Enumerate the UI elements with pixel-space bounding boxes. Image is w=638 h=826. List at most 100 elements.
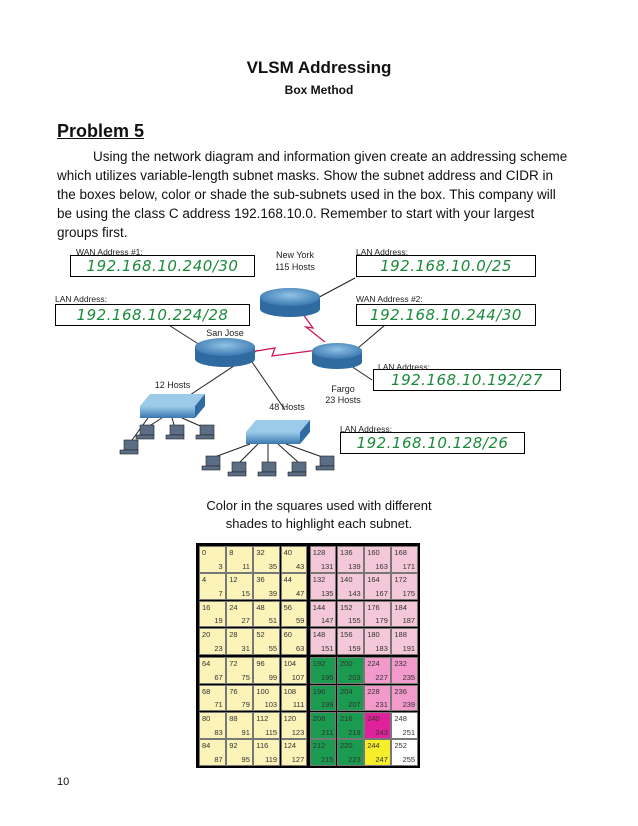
cell-start: 108 — [283, 686, 297, 696]
problem-heading: Problem 5 — [57, 121, 145, 141]
cell-start: 72 — [229, 659, 238, 669]
cell-start: 48 — [256, 602, 265, 612]
cell-start: 64 — [202, 659, 211, 669]
switch-48-hosts-icon — [246, 420, 310, 444]
cell-start: 204 — [340, 686, 353, 696]
cell-end: 115 — [265, 727, 278, 737]
cell-start: 100 — [256, 686, 269, 696]
lan-sj-address-box[interactable]: 192.168.10.224/28 — [55, 304, 250, 326]
cell-end: 7 — [218, 589, 223, 599]
cell-start: 184 — [394, 602, 407, 612]
cell-start: 216 — [340, 713, 353, 723]
cell-end: 147 — [320, 616, 334, 626]
cell-end: 47 — [295, 589, 305, 599]
cell-start: 0 — [202, 548, 207, 557]
wan2-address-box[interactable]: 192.168.10.244/30 — [356, 304, 536, 326]
cell-end: 123 — [291, 727, 305, 737]
cell-end: 67 — [214, 672, 223, 682]
router-san-jose-icon — [195, 338, 255, 367]
wan1-address-box[interactable]: 192.168.10.240/30 — [70, 255, 255, 277]
lan-fargo-address-box[interactable]: 192.168.10.192/27 — [373, 369, 561, 391]
cell-start: 172 — [394, 575, 407, 585]
cell-end: 247 — [375, 754, 388, 764]
cell-start: 76 — [229, 686, 238, 696]
cell-start: 132 — [312, 575, 326, 585]
cell-end: 211 — [321, 727, 334, 737]
ny-name: New York — [275, 250, 315, 260]
router-new-york-icon — [260, 288, 320, 317]
cell-end: 103 — [264, 700, 278, 710]
cell-start: 188 — [394, 629, 407, 639]
caption-line-1: Color in the squares used with different — [206, 498, 432, 513]
lan-ny-address-box[interactable]: 192.168.10.0/25 — [356, 255, 536, 277]
cell-end: 251 — [402, 727, 416, 737]
lan-48-address-box[interactable]: 192.168.10.128/26 — [340, 432, 525, 454]
cell-end: 119 — [265, 754, 278, 764]
